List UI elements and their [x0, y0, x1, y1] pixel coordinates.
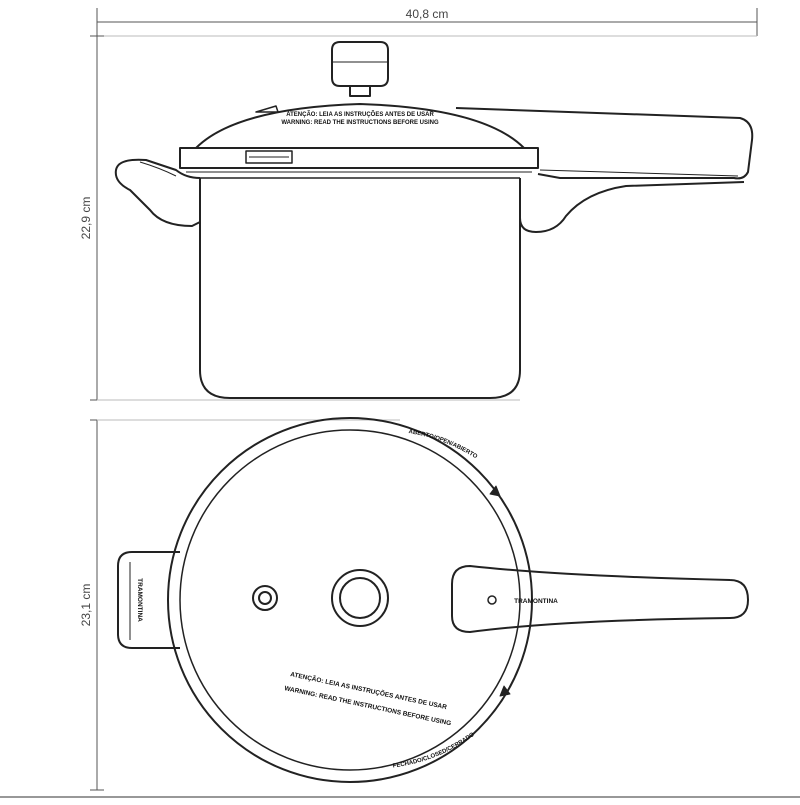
- lid-text-line-1: ATENÇÃO: LEIA AS INSTRUÇÕES ANTES DE USA…: [286, 111, 434, 118]
- width-label: 40,8 cm: [406, 7, 449, 21]
- lid-dome: [195, 103, 525, 149]
- top-side-handle: [117, 551, 180, 649]
- lock-button-icon: [255, 105, 279, 113]
- top-view: [117, 417, 749, 783]
- side-handle-brand-label: TRAMONTINA: [136, 578, 143, 622]
- lid-text-line-2: WARNING: READ THE INSTRUCTIONS BEFORE US…: [281, 120, 439, 126]
- dimension-diameter: [0, 419, 800, 798]
- handle-brand-label: TRAMONTINA: [514, 598, 558, 605]
- dimension-height: [90, 35, 520, 401]
- side-view: [114, 41, 754, 399]
- open-arrow-icon: [489, 485, 501, 497]
- center-valve-icon: [331, 569, 389, 627]
- valve-icon: [331, 41, 389, 87]
- lid-outer-circle: [167, 417, 533, 783]
- diameter-label: 23,1 cm: [79, 584, 93, 627]
- indicator-window: [245, 150, 293, 164]
- pot-body: [199, 178, 521, 399]
- handle-rivet-icon: [487, 595, 497, 605]
- ring-closed-label: FECHADO/CLOSED/CERRADO: [393, 732, 476, 770]
- main-handle: [455, 107, 754, 180]
- side-handle: [114, 158, 201, 227]
- closed-arrow-icon: [499, 685, 511, 697]
- dimension-width: [96, 8, 758, 37]
- top-main-handle: [451, 565, 749, 633]
- lid-rim: [179, 147, 539, 169]
- height-label: 22,9 cm: [79, 197, 93, 240]
- lid-inner-circle: [179, 429, 521, 771]
- safety-valve-icon: [252, 585, 278, 611]
